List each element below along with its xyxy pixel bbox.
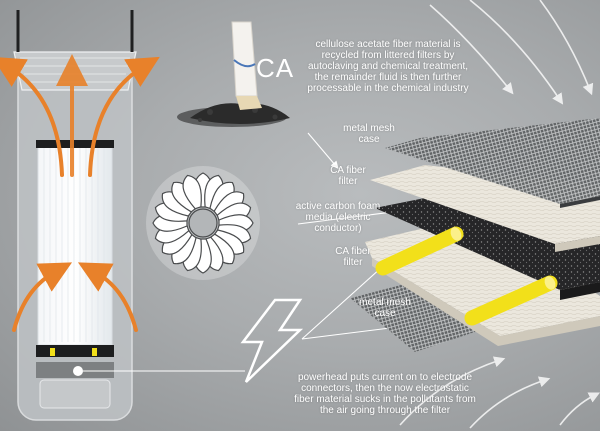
airflow-arrow-icon bbox=[0, 54, 160, 332]
cigarette-butt-icon bbox=[177, 21, 290, 127]
label-metal-mesh-top: metal mesh case bbox=[343, 123, 395, 145]
powerhead-pointer-dot bbox=[73, 366, 83, 376]
electrode-rod-lower bbox=[464, 275, 558, 326]
electrode-connector bbox=[92, 348, 97, 356]
lightning-bolt-icon bbox=[240, 298, 304, 383]
ca-heading: CA bbox=[256, 53, 295, 83]
metal-mesh-top-layer bbox=[385, 118, 600, 204]
pleated-fiber-filter bbox=[37, 144, 113, 346]
yellow-electrodes bbox=[375, 226, 558, 326]
powerhead-base bbox=[36, 345, 114, 357]
electrode-connector bbox=[50, 348, 55, 356]
electrode-rod-upper bbox=[375, 226, 464, 276]
rosette-pleat bbox=[182, 174, 202, 210]
pleated-filter-rosette-icon bbox=[146, 166, 260, 280]
filter-device bbox=[13, 10, 137, 421]
powerhead-note: powerhead puts current on to electrode c… bbox=[294, 372, 476, 416]
label-ca-filter-bottom: CA fiber filter bbox=[335, 246, 371, 268]
background-swoosh-arrows bbox=[399, 0, 600, 429]
label-carbon-foam: active carbon foam media (electric condu… bbox=[295, 201, 381, 234]
recycle-note: cellulose acetate fiber material is recy… bbox=[307, 39, 469, 94]
label-ca-filter-top: CA fiber filter bbox=[330, 165, 366, 187]
label-metal-mesh-bottom: metal mesh case bbox=[359, 297, 411, 319]
